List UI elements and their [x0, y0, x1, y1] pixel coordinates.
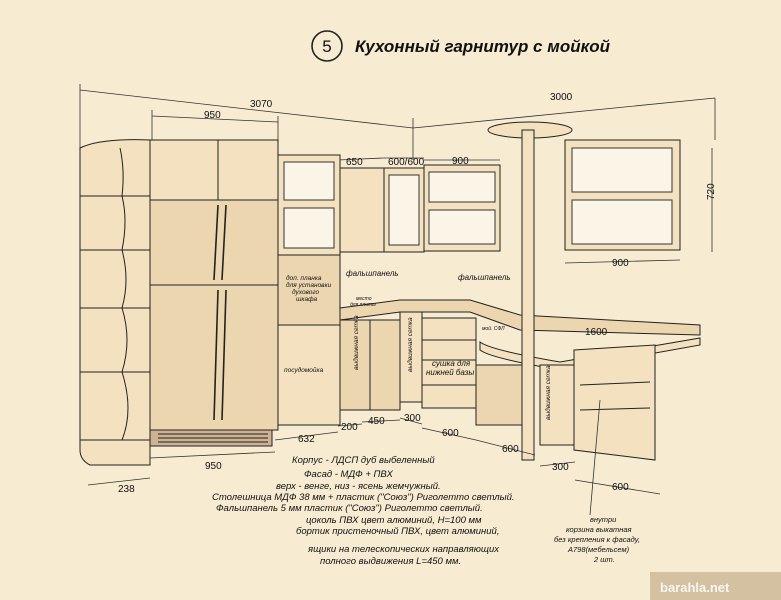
sink-label: мой. СФЛ	[482, 325, 505, 332]
oven-niche-label: доп. планка для установки духового шкафа	[286, 274, 333, 303]
dim-600-b: 600	[502, 444, 519, 455]
bottom-dimensions	[87, 417, 661, 495]
title-number: 5	[322, 37, 331, 56]
inner-basket-note: внутри корзина выкатная без крепления к …	[554, 515, 642, 564]
dryer-label: сушка для нижней базы	[426, 359, 474, 377]
tall-appliance-column	[277, 154, 341, 426]
dim-450: 450	[368, 416, 385, 427]
dim-600-a: 600	[442, 428, 459, 439]
hob-label: место для плиты	[350, 296, 376, 308]
title-number-circle	[311, 30, 343, 62]
dim-1600: 1600	[585, 327, 608, 338]
fridge-column	[149, 139, 279, 447]
bottle-rack-label-2: выдвижная сетка	[406, 317, 414, 372]
dim-632: 632	[298, 434, 315, 445]
falshpanel-label-1: фальшпанель	[346, 269, 399, 278]
countertop	[339, 299, 701, 371]
bottle-rack-label-1: выдвижная сетка	[352, 315, 360, 370]
dim-950-top: 950	[204, 110, 221, 121]
dishwasher-label: посудомойка	[284, 366, 324, 374]
dim-300-b: 300	[552, 462, 569, 473]
dim-600-600: 600/600	[388, 157, 425, 168]
watermark-text: barahla.net	[660, 580, 730, 595]
bottle-rack-label-3: выдвижная сетка	[544, 365, 552, 420]
upper-cabinets-left	[339, 164, 501, 253]
bar-pole	[487, 121, 573, 461]
dim-650: 650	[346, 157, 363, 168]
lower-cabinets	[339, 311, 656, 461]
upper-cabinets-right	[564, 139, 681, 251]
dim-720: 720	[706, 183, 717, 200]
dim-900-top: 900	[452, 156, 469, 167]
dim-300-a: 300	[404, 413, 421, 424]
dim-900-right: 900	[612, 258, 629, 269]
materials-note: Корпус - ЛДСП дуб выбеленный Фасад - МДФ…	[212, 455, 517, 567]
dim-total-right: 3000	[550, 92, 573, 103]
page-title: Кухонный гарнитур с мойкой	[355, 37, 611, 56]
dim-600-c: 600	[612, 482, 629, 493]
watermark: barahla.net	[650, 572, 781, 600]
dim-950-bottom: 950	[205, 461, 222, 472]
dim-total-left: 3070	[250, 99, 273, 110]
falshpanel-label-2: фальшпанель	[458, 273, 511, 282]
inner-note-pointer	[589, 399, 601, 516]
overall-dimensions	[79, 84, 716, 264]
corner-shelf-unit	[79, 139, 151, 466]
dim-200: 200	[341, 422, 358, 433]
dim-238: 238	[118, 484, 135, 495]
